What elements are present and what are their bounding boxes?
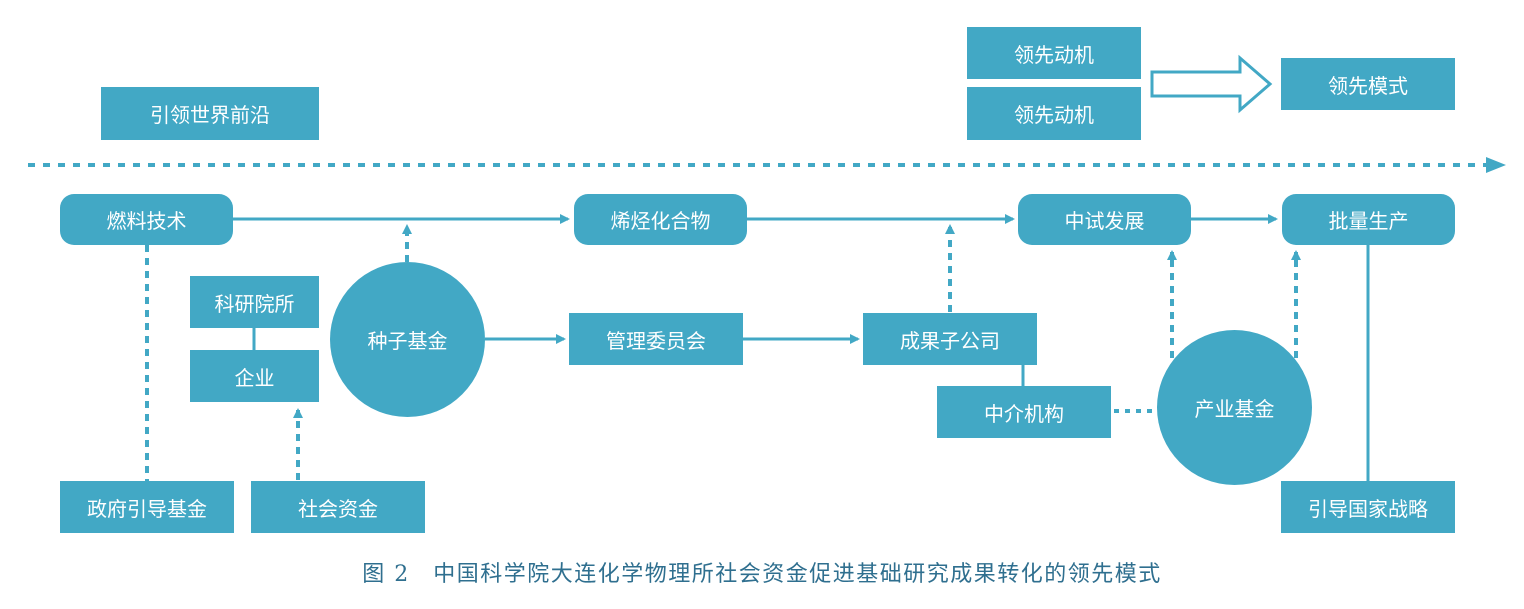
mass-production-node: 批量生产 bbox=[1282, 194, 1455, 245]
social-capital-box: 社会资金 bbox=[251, 481, 425, 533]
motive-to-model-arrow bbox=[1150, 54, 1273, 114]
national-strategy-box: 引导国家战略 bbox=[1281, 481, 1455, 533]
motive-box-1: 领先动机 bbox=[967, 27, 1141, 79]
fuel-tech-node: 燃料技术 bbox=[60, 194, 233, 245]
pilot-node: 中试发展 bbox=[1018, 194, 1191, 245]
gov-fund-box: 政府引导基金 bbox=[60, 481, 234, 533]
model-box: 领先模式 bbox=[1281, 58, 1455, 110]
figure-caption: 图 2 中国科学院大连化学物理所社会资金促进基础研究成果转化的领先模式 bbox=[362, 562, 1162, 587]
industry-fund-circle: 产业基金 bbox=[1157, 330, 1312, 485]
research-institute-box: 科研院所 bbox=[190, 276, 319, 328]
frontier-box: 引领世界前沿 bbox=[101, 87, 319, 140]
management-committee-box: 管理委员会 bbox=[569, 313, 743, 365]
motive-box-2: 领先动机 bbox=[967, 87, 1141, 140]
intermediary-box: 中介机构 bbox=[937, 386, 1111, 438]
timeline-arrowhead bbox=[1486, 157, 1506, 173]
olefin-node: 烯烃化合物 bbox=[574, 194, 747, 245]
seed-fund-circle: 种子基金 bbox=[330, 262, 485, 417]
enterprise-box: 企业 bbox=[190, 350, 319, 402]
subsidiary-box: 成果子公司 bbox=[863, 313, 1037, 365]
